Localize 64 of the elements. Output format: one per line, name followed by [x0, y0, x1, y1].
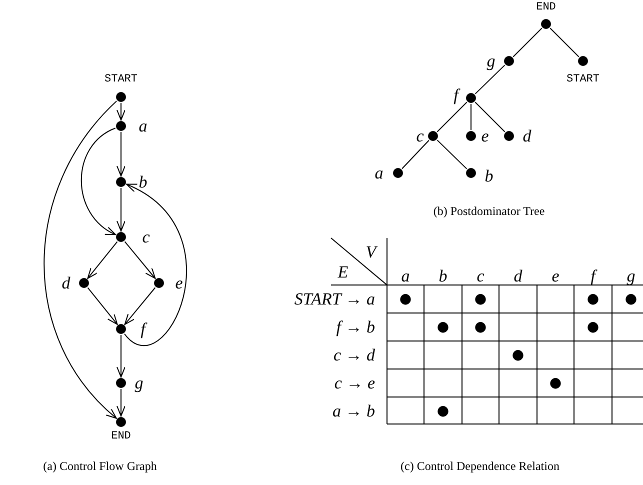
row-header: START → a [294, 290, 375, 308]
vertex-label: a [374, 164, 384, 182]
axis-label: V [366, 244, 376, 260]
vertex-label: b [484, 168, 494, 184]
vertex-label: b [138, 174, 148, 190]
vertex-label: d [522, 128, 532, 144]
table-dot: ● [586, 320, 600, 334]
arrow [116, 188, 126, 232]
arrow [124, 184, 187, 346]
table-dot: ● [399, 292, 412, 306]
vertex-label: a [138, 118, 148, 134]
row-header: a → b [332, 402, 375, 419]
row-header: c → d [333, 346, 375, 364]
arrow [116, 388, 126, 416]
vertex-label: START [566, 74, 600, 86]
table-dot: ● [549, 376, 562, 390]
table-dot: ● [436, 404, 450, 418]
tree-edge [402, 140, 430, 170]
arrow [87, 241, 118, 279]
table-dot: ● [474, 320, 487, 334]
table-dot: ● [586, 292, 600, 306]
table-dot: ● [474, 292, 487, 306]
arrow [44, 100, 118, 419]
row-header: f → b [336, 318, 375, 336]
table-dot: ● [436, 320, 450, 334]
arrow [116, 102, 126, 120]
arrow [116, 334, 126, 378]
vertex-label: e [481, 128, 489, 144]
vertex-label: g [134, 374, 144, 392]
arrow [80, 128, 116, 236]
axis-label: E [338, 264, 348, 280]
tree-edge [436, 102, 468, 132]
figure-caption: (b) Postdominator Tree [433, 205, 545, 217]
table-dot: ● [512, 348, 524, 362]
vertex-label: c [142, 228, 150, 246]
tree-edge [512, 28, 542, 58]
vertex-label: END [111, 432, 131, 442]
column-header: d [514, 268, 522, 284]
figure-caption: (c) Control Dependence Relation [400, 460, 560, 472]
vertex-label: END [536, 2, 556, 14]
table-dot: ● [624, 292, 638, 306]
arrow [124, 241, 156, 279]
vertex-label: f [454, 86, 458, 104]
tree-edge [550, 28, 580, 58]
tree-edge [470, 104, 472, 130]
column-header: b [438, 268, 448, 284]
vertex-label: f [140, 320, 146, 338]
figure-caption: (a) Control Flow Graph [43, 460, 157, 472]
row-header: c → e [334, 374, 375, 392]
vertex-label: d [62, 274, 70, 292]
vertex-label: START [104, 74, 138, 86]
column-header: e [552, 268, 560, 284]
arrow [124, 287, 156, 325]
tree-edge [474, 64, 506, 94]
arrow [87, 287, 118, 325]
vertex-label: e [175, 274, 183, 292]
tree-edge [474, 102, 506, 132]
column-header: c [476, 268, 484, 284]
tree-edge [436, 140, 468, 170]
column-header: a [401, 268, 410, 284]
arrow [116, 132, 126, 176]
column-header: f [590, 268, 596, 284]
vertex-label: g [486, 52, 496, 70]
vertex-label: c [416, 128, 424, 144]
